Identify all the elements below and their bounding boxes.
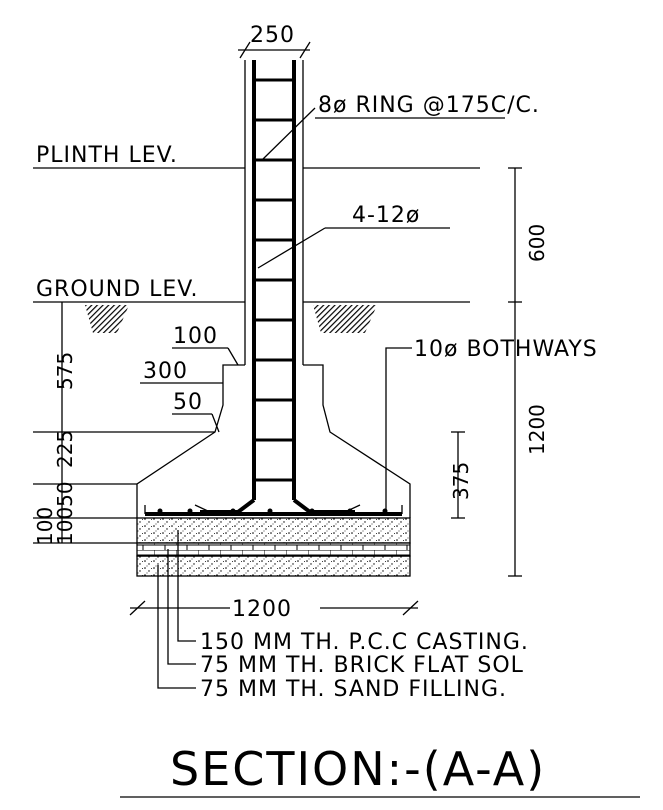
offset-100-label: 100	[173, 324, 218, 349]
dim-225-label: 225	[53, 430, 77, 468]
right-dimensions	[451, 167, 522, 577]
section-title: SECTION:-(A-A)	[170, 742, 546, 796]
pcc-layer-label: 150 MM TH. P.C.C CASTING.	[200, 630, 529, 655]
offset-50-label: 50	[173, 390, 203, 415]
bars-label: 4-12ø	[352, 203, 420, 228]
bottom-width-label: 1200	[232, 597, 292, 622]
dim-375-label: 375	[449, 462, 473, 500]
level-lines	[33, 167, 480, 303]
leaders	[140, 107, 505, 512]
layer-callouts	[157, 530, 196, 689]
dim-1200-vertical-label: 1200	[525, 404, 549, 455]
ring-stirrups	[254, 78, 294, 482]
dim-575-label: 575	[53, 352, 77, 390]
sand-layer	[136, 555, 411, 577]
base-layers	[136, 517, 411, 577]
bothways-label: 10ø BOTHWAYS	[414, 337, 598, 362]
bottom-dimension: 1200	[129, 597, 419, 622]
column-reinforcement	[194, 60, 361, 514]
plinth-level-label: PLINTH LEV.	[36, 143, 178, 168]
top-dimension: 250	[238, 23, 311, 59]
footing-outline	[33, 60, 411, 518]
slab-reinforcement	[144, 505, 403, 516]
dim-100-50-label: 10050	[53, 481, 77, 545]
brick-layer-label: 75 MM TH. BRICK FLAT SOL	[200, 653, 524, 678]
ground-level-label: GROUND LEV.	[36, 277, 199, 302]
vertical-dim-labels: 575 225 10050 100 600 1200 375	[33, 224, 549, 545]
sand-layer-label: 75 MM TH. SAND FILLING.	[200, 677, 507, 702]
offset-300-label: 300	[143, 359, 188, 384]
dim-100b-label: 100	[33, 507, 57, 545]
pcc-layer	[136, 517, 411, 544]
dim-600-label: 600	[525, 224, 549, 262]
top-width-label: 250	[250, 23, 295, 48]
ring-label: 8ø RING @175C/C.	[318, 93, 540, 118]
left-extension-lines	[33, 302, 137, 544]
labels: 8ø RING @175C/C. PLINTH LEV. 4-12ø GROUN…	[36, 93, 598, 702]
ground-hatch	[85, 305, 377, 333]
section-title-group: SECTION:-(A-A)	[120, 742, 640, 798]
